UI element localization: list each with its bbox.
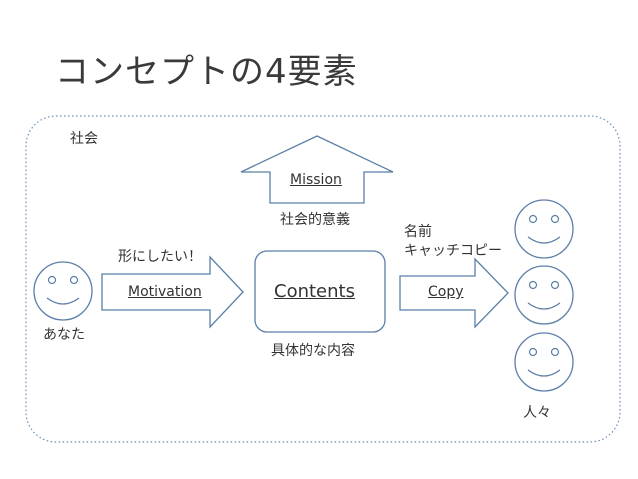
society-label: 社会 — [70, 131, 98, 147]
mission-caption: 社会的意義 — [280, 212, 350, 228]
contents-label: Contents — [274, 281, 355, 302]
motivation-caption: 形にしたい！ — [118, 249, 202, 265]
contents-caption: 具体的な内容 — [271, 343, 355, 359]
smiley-person-2 — [514, 265, 574, 325]
copy-caption-catchcopy: キャッチコピー — [404, 243, 502, 259]
contents-box — [254, 250, 386, 333]
copy-label: Copy — [428, 284, 464, 300]
mission-label: Mission — [290, 172, 342, 188]
smiley-you — [33, 261, 93, 321]
copy-caption-name: 名前 — [404, 224, 432, 240]
mission-arrow — [240, 135, 394, 204]
smiley-person-1 — [514, 199, 574, 259]
society-boundary — [25, 115, 621, 443]
motivation-label: Motivation — [128, 284, 202, 300]
motivation-arrow — [101, 255, 244, 329]
people-label: 人々 — [523, 405, 551, 421]
page-title: コンセプトの4要素 — [55, 52, 358, 92]
you-label: あなた — [43, 327, 85, 343]
copy-arrow — [399, 257, 509, 329]
smiley-person-3 — [514, 332, 574, 392]
